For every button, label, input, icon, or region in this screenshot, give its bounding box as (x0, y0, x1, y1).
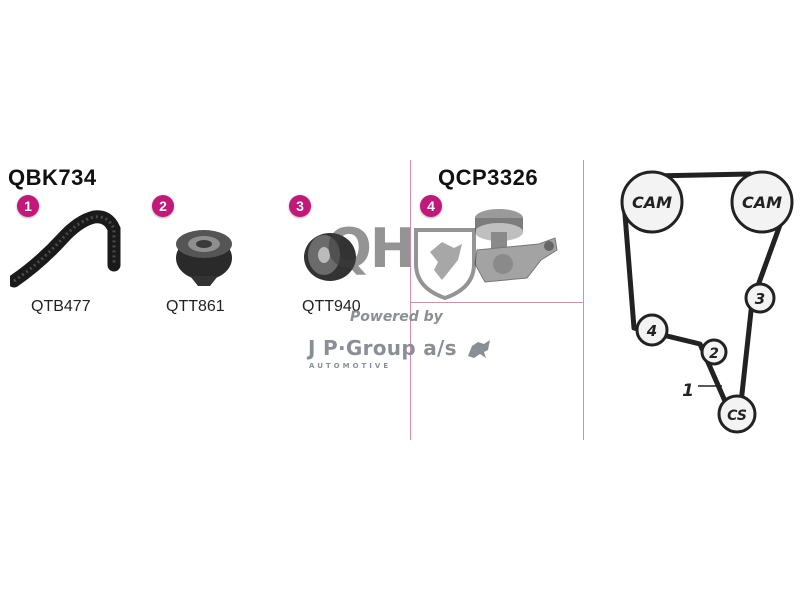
jp-group-logo: J P·Group a/s (308, 336, 457, 360)
badge-3: 3 (289, 195, 311, 217)
divider-horizontal (410, 302, 583, 303)
water-pump-image (474, 209, 558, 283)
svg-text:2: 2 (709, 346, 719, 362)
badge-2: 2 (152, 195, 174, 217)
pulley-3: 3 (744, 282, 776, 314)
svg-text:CS: CS (727, 408, 747, 424)
svg-text:CAM: CAM (632, 193, 672, 212)
pulley-cam-left: CAM (620, 170, 684, 234)
qh-logo: QH (326, 217, 415, 280)
pulley-2: 2 (700, 338, 728, 366)
divider-kit-pump (410, 160, 411, 440)
pump-kit-code-title: QCP3326 (438, 165, 539, 190)
pulley-4: 4 (635, 313, 669, 347)
kit-code-title: QBK734 (8, 165, 97, 190)
part-code-idler: QTT940 (302, 298, 361, 315)
part-code-belt: QTB477 (31, 298, 91, 315)
part-code-tensioner: QTT861 (166, 298, 225, 315)
divider-pump-diagram (583, 160, 584, 440)
automotive-text: AUTOMOTIVE (309, 362, 392, 370)
powered-by-text: Powered by (350, 309, 443, 325)
jp-group-lion-icon (468, 340, 490, 358)
svg-text:CAM: CAM (742, 193, 782, 212)
pulley-cam-right: CAM (730, 170, 794, 234)
tensioner-pulley-image (176, 230, 232, 286)
badge-1: 1 (17, 195, 39, 217)
belt-number-label: 1 (682, 381, 694, 401)
belt-routing-diagram: CAM CAM 3 4 2 CS 1 (620, 170, 794, 434)
idler-pulley-image (304, 233, 356, 281)
svg-text:3: 3 (755, 290, 765, 308)
shield-logo-icon (414, 228, 476, 300)
badge-4: 4 (420, 195, 442, 217)
svg-text:4: 4 (646, 322, 657, 340)
pulley-crankshaft: CS (717, 394, 757, 434)
timing-belt-image (10, 210, 121, 288)
